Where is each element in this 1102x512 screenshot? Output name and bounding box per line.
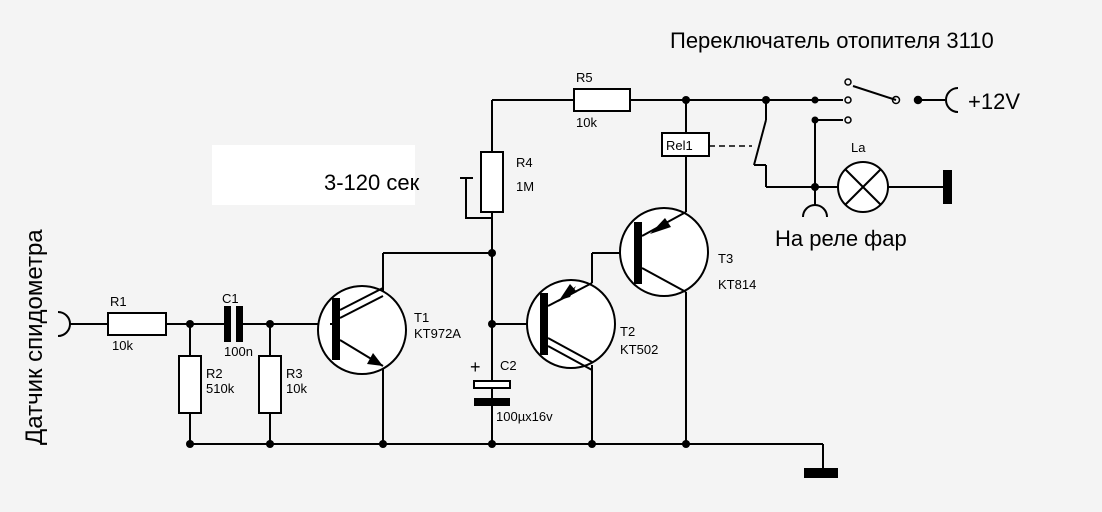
label-background — [212, 145, 415, 205]
potentiometer-r4 — [460, 151, 504, 219]
resistor-r2 — [178, 355, 202, 414]
t1-value: KT972A — [414, 326, 461, 341]
delay-label: 3-120 сек — [324, 170, 420, 195]
heater-switch — [844, 78, 923, 124]
c2-value: 100µx16v — [496, 409, 553, 424]
headlight-relay-label: На реле фар — [775, 226, 907, 251]
r5-ref: R5 — [576, 70, 593, 85]
main-ground — [804, 468, 838, 478]
junctions — [186, 96, 819, 448]
r2-value: 510k — [206, 381, 235, 396]
relay-rel1 — [661, 132, 710, 157]
capacitor-c2 — [473, 380, 511, 406]
t2-ref: T2 — [620, 324, 635, 339]
t1-ref: T1 — [414, 310, 429, 325]
transistor-t2 — [526, 279, 616, 371]
r2-ref: R2 — [206, 366, 223, 381]
capacitor-c1 — [218, 306, 247, 342]
r1-ref: R1 — [110, 294, 127, 309]
headlight-connector — [802, 204, 828, 218]
r3-ref: R3 — [286, 366, 303, 381]
transistor-t1 — [317, 285, 407, 375]
la-ref: La — [851, 140, 866, 155]
r4-value: 1M — [516, 179, 534, 194]
c2-polarity: + — [470, 357, 481, 377]
t3-value: KT814 — [718, 277, 756, 292]
c1-value: 100n — [224, 344, 253, 359]
resistor-r5 — [573, 88, 631, 112]
transistor-t3 — [619, 207, 709, 297]
r1-value: 10k — [112, 338, 133, 353]
supply-label: +12V — [968, 89, 1020, 114]
diagram-title: Переключатель отопителя 3110 — [670, 28, 994, 53]
lamp-la — [837, 161, 889, 213]
t2-value: KT502 — [620, 342, 658, 357]
resistor-r1 — [107, 312, 167, 336]
relay-contact — [753, 119, 767, 166]
lamp-ground — [943, 170, 952, 204]
r5-value: 10k — [576, 115, 597, 130]
t3-ref: T3 — [718, 251, 733, 266]
c2-ref: C2 — [500, 358, 517, 373]
speedometer-connector — [57, 311, 71, 337]
speedometer-label: Датчик спидометра — [21, 229, 48, 445]
supply-connector — [945, 87, 959, 113]
r3-value: 10k — [286, 381, 307, 396]
rel1-ref: Rel1 — [666, 138, 693, 153]
r4-ref: R4 — [516, 155, 533, 170]
resistor-r3 — [258, 355, 282, 414]
c1-ref: C1 — [222, 291, 239, 306]
